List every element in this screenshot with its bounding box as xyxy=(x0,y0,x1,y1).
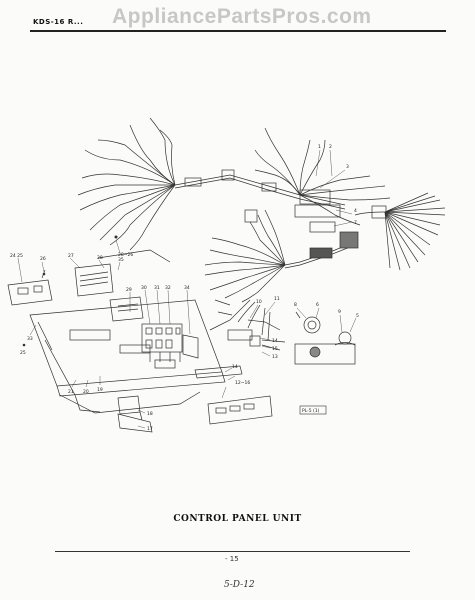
figure-code-box xyxy=(299,405,327,415)
right-fan-wire-harness xyxy=(354,192,446,271)
switch-cluster xyxy=(141,323,199,362)
instruction-plate xyxy=(74,263,144,322)
handle-assembly xyxy=(117,395,153,433)
upper-right-wire-harness xyxy=(254,127,391,233)
callout-3: 3 xyxy=(346,164,349,170)
callout-20: 20 xyxy=(83,389,89,395)
header-rule xyxy=(30,30,446,32)
header-code: KDS-16 R... xyxy=(33,18,84,26)
handwritten-note: 5-D-12 xyxy=(224,580,255,590)
callout-12-16: 12~16 xyxy=(235,380,250,386)
callout-15: 15 xyxy=(272,346,278,352)
callout-leaders xyxy=(17,149,357,429)
screw xyxy=(114,235,118,239)
figure-code: PL-5 (1) xyxy=(302,408,320,414)
callout-30: 30 xyxy=(141,285,147,291)
callout-1: 1 xyxy=(318,144,321,150)
screw xyxy=(22,343,26,347)
callout-26: 26 xyxy=(40,256,46,262)
callout-7: 7 xyxy=(354,220,357,226)
callout-11: 11 xyxy=(274,296,280,302)
page-number: - 15 xyxy=(225,555,239,563)
callout-8: 8 xyxy=(294,302,297,308)
panel-trim-plate xyxy=(207,395,273,425)
watermark: AppliancePartsPros.com xyxy=(112,5,372,28)
callout-35: 35 xyxy=(118,257,124,263)
callout-10: 10 xyxy=(256,299,262,305)
callout-28-26: 28~26 xyxy=(118,252,133,258)
control-panel-body xyxy=(29,299,226,414)
callout-21: 21 xyxy=(68,389,74,395)
upper-left-wire-harness xyxy=(77,117,176,251)
callout-24-25: 24 25 xyxy=(10,253,23,259)
callout-18: 18 xyxy=(147,411,153,417)
callout-33: 33 xyxy=(27,336,33,342)
mounting-bracket xyxy=(97,249,243,379)
callout-4: 4 xyxy=(354,208,357,214)
fan-motor-parts xyxy=(294,311,356,365)
diagram-caption: CONTROL PANEL UNIT xyxy=(173,514,302,524)
callout-32: 32 xyxy=(165,285,171,291)
callout-14: 14 xyxy=(272,338,278,344)
callout-25: 25 xyxy=(20,350,26,356)
callout-14b: 14 xyxy=(232,364,238,370)
relay-assembly xyxy=(227,329,286,351)
screw xyxy=(42,272,46,276)
center-connector-cable xyxy=(174,169,346,210)
middle-wire-harness xyxy=(204,209,359,303)
callout-31: 31 xyxy=(154,285,160,291)
relay-wires xyxy=(209,299,281,341)
callout-28: 28 xyxy=(97,255,103,261)
footer-rule xyxy=(55,551,410,552)
callout-9: 9 xyxy=(338,309,341,315)
callout-2: 2 xyxy=(329,144,332,150)
callout-27: 27 xyxy=(68,253,74,259)
callout-17: 17 xyxy=(147,426,153,432)
callout-5: 5 xyxy=(356,313,359,319)
callout-19: 19 xyxy=(97,387,103,393)
callout-29: 29 xyxy=(126,287,132,293)
callout-6: 6 xyxy=(316,302,319,308)
control-knob-plate xyxy=(7,269,53,306)
callout-34: 34 xyxy=(184,285,190,291)
callout-numbers: 1 2 3 4 7 8 6 9 5 11 10 14 15 13 33 25 2… xyxy=(10,144,359,432)
callout-13: 13 xyxy=(272,354,278,360)
